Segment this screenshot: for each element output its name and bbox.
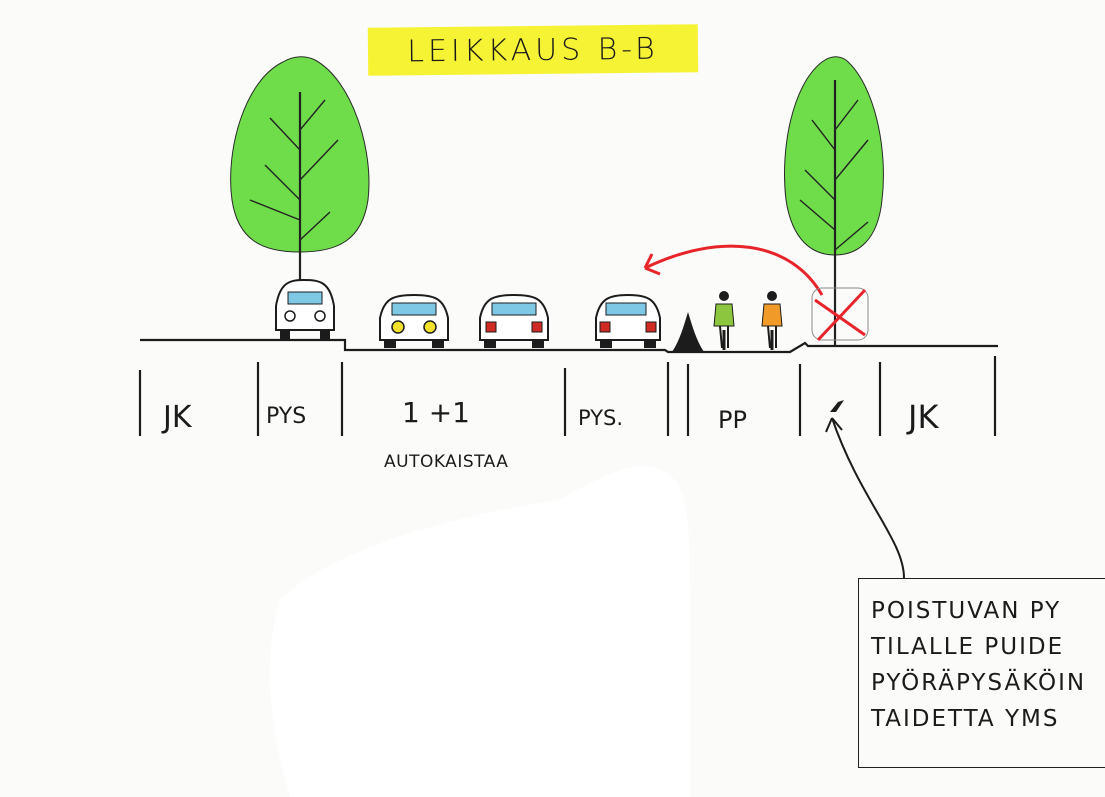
lane-label-pys-right: PYS. bbox=[578, 406, 624, 430]
removed-parking-cross bbox=[811, 287, 869, 342]
note-line-4: TAIDETTA YMS bbox=[871, 706, 1060, 732]
slot-pointer-arrow bbox=[830, 400, 844, 412]
relocation-arrow bbox=[643, 244, 824, 296]
lane-sublabel-traffic: AUTOKAISTAA bbox=[384, 452, 509, 472]
car-lane-rear-view bbox=[479, 293, 549, 348]
note-line-2: TILALLE PUIDE bbox=[871, 634, 1065, 660]
car-parked-right bbox=[595, 293, 661, 348]
car-lane-front-view bbox=[379, 293, 449, 348]
car-parked-left bbox=[275, 278, 335, 340]
lane-label-traffic: 1 +1 bbox=[402, 396, 470, 429]
lane-label-jk-left: JK bbox=[163, 400, 192, 435]
lane-label-pys-left: PYS bbox=[266, 404, 307, 429]
lane-dividers bbox=[138, 356, 997, 436]
tree-right bbox=[784, 56, 884, 345]
lane-separator-bollard bbox=[672, 312, 704, 352]
erased-area bbox=[269, 466, 690, 797]
note-box: POISTUVAN PY TILALLE PUIDE PYÖRÄPYSÄKÖIN… bbox=[858, 578, 1105, 768]
section-title: LEIKKAUS B-B bbox=[407, 31, 659, 69]
cyclist-green bbox=[713, 291, 735, 350]
tree-left bbox=[230, 56, 370, 300]
street-profile-line bbox=[140, 338, 998, 354]
note-line-3: PYÖRÄPYSÄKÖIN bbox=[871, 670, 1087, 696]
cyclist-orange bbox=[761, 291, 783, 350]
note-line-1: POISTUVAN PY bbox=[871, 598, 1062, 624]
lane-label-pp: PP bbox=[718, 406, 747, 434]
lane-label-jk-right: JK bbox=[908, 398, 939, 436]
section-title-highlight: LEIKKAUS B-B bbox=[367, 24, 699, 76]
note-leader-line bbox=[831, 417, 905, 579]
